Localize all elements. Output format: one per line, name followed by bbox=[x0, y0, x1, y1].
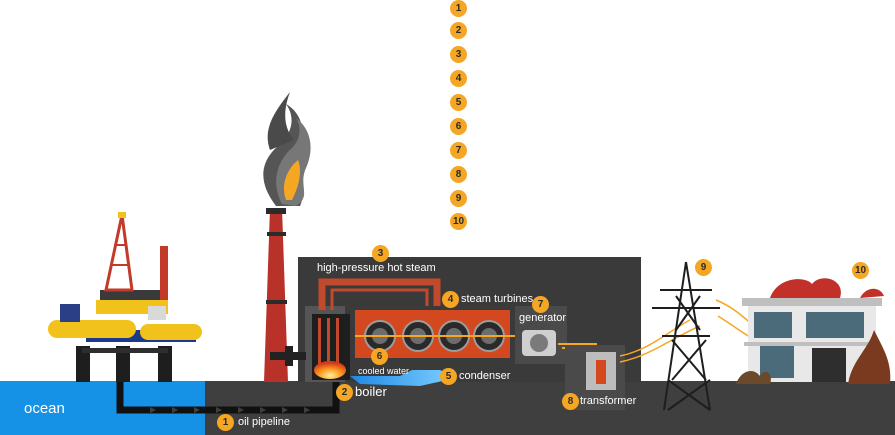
smoke bbox=[263, 92, 311, 206]
legend-badge-9[interactable]: 9 bbox=[450, 190, 467, 207]
wires-to-pylon bbox=[619, 319, 701, 363]
turbines bbox=[355, 320, 530, 352]
legend-badge-7[interactable]: 7 bbox=[450, 142, 467, 159]
boiler bbox=[312, 314, 350, 380]
marker-turbines[interactable]: 4 bbox=[442, 291, 459, 308]
legend-badge-10[interactable]: 10 bbox=[450, 213, 467, 230]
transformer bbox=[565, 345, 625, 410]
marker-steam[interactable]: 3 bbox=[372, 245, 389, 262]
marker-house[interactable]: 10 bbox=[852, 262, 869, 279]
house bbox=[736, 278, 891, 384]
marker-generator[interactable]: 7 bbox=[532, 296, 549, 313]
marker-pylon[interactable]: 9 bbox=[695, 259, 712, 276]
marker-transformer[interactable]: 8 bbox=[562, 393, 579, 410]
marker-cooled-water[interactable]: 6 bbox=[371, 348, 388, 365]
cooled-water-label: cooled water bbox=[358, 366, 410, 376]
pylon bbox=[652, 261, 720, 411]
generator-label: generator bbox=[519, 312, 567, 324]
chimney bbox=[264, 208, 288, 382]
boiler-label: boiler bbox=[355, 384, 387, 399]
oil-pipeline-label: oil pipeline bbox=[238, 416, 290, 428]
legend-badge-1[interactable]: 1 bbox=[450, 0, 467, 17]
legend-badge-2[interactable]: 2 bbox=[450, 22, 467, 39]
marker-boiler[interactable]: 2 bbox=[336, 384, 353, 401]
legend-badge-6[interactable]: 6 bbox=[450, 118, 467, 135]
legend-badge-5[interactable]: 5 bbox=[450, 94, 467, 111]
generator bbox=[515, 306, 567, 364]
ocean-label: ocean bbox=[24, 400, 65, 417]
transformer-label: transformer bbox=[580, 395, 637, 407]
marker-condenser[interactable]: 5 bbox=[440, 368, 457, 385]
legend-badge-3[interactable]: 3 bbox=[450, 46, 467, 63]
legend-badge-4[interactable]: 4 bbox=[450, 70, 467, 87]
oil-rig bbox=[48, 212, 202, 382]
condenser-label: condenser bbox=[459, 370, 511, 382]
steam-label: high-pressure hot steam bbox=[317, 262, 436, 274]
marker-oil-pipeline[interactable]: 1 bbox=[217, 414, 234, 431]
steam-turbines-label: steam turbines bbox=[461, 293, 534, 305]
legend-badge-8[interactable]: 8 bbox=[450, 166, 467, 183]
condenser-water bbox=[350, 370, 456, 386]
